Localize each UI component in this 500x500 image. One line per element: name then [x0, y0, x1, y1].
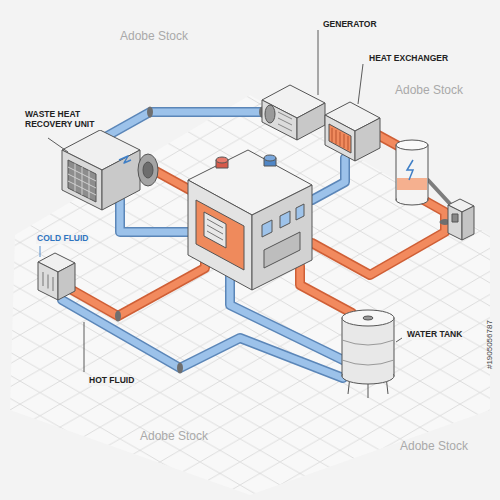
leader-line — [84, 322, 85, 372]
floor-grid — [10, 95, 490, 495]
pipe-joints — [115, 107, 451, 374]
leader-lines — [40, 30, 402, 372]
grille-lines — [68, 164, 96, 199]
blue-pipe — [230, 276, 343, 360]
leader-line — [40, 246, 41, 257]
orange-pipe — [72, 258, 205, 316]
side-hatch — [264, 232, 300, 268]
orange-pipe — [72, 258, 205, 316]
unit-front — [62, 150, 102, 210]
leader-line — [318, 30, 319, 95]
part-label: WASTE HEAT RECOVERY UNIT — [24, 110, 106, 130]
cylinder-top — [396, 140, 428, 150]
vent-lines — [207, 219, 223, 240]
orange-pipe — [300, 266, 352, 313]
blue-pipe — [120, 196, 190, 232]
blue-pipe — [120, 196, 190, 232]
pipes — [62, 112, 452, 378]
watermark: Adobe Stock — [400, 440, 468, 454]
blue-pipe — [230, 276, 343, 360]
blue-pipe — [312, 158, 345, 200]
part-label: HEAT EXCHANGER — [368, 54, 449, 64]
orange-pipe — [312, 198, 445, 275]
motor-hub — [143, 162, 153, 178]
motor-disc — [138, 154, 158, 186]
fluid-label: COLD FLUID — [36, 234, 89, 244]
orange-pipe — [312, 198, 445, 275]
pump-side — [58, 263, 75, 300]
cylinder-band — [397, 178, 427, 190]
watermark: Adobe Stock — [395, 84, 463, 98]
central-panel — [196, 200, 244, 270]
central-front — [188, 180, 252, 290]
exchanger-coil — [332, 128, 348, 150]
window — [296, 204, 304, 220]
recovery-unit — [62, 130, 158, 210]
generator — [262, 85, 325, 140]
generator-front — [262, 100, 297, 140]
exchanger-side — [355, 118, 380, 161]
tank-cap — [363, 316, 373, 320]
water-tank — [342, 310, 394, 398]
pump — [38, 253, 75, 300]
leader-line — [48, 138, 68, 152]
central-unit — [188, 150, 312, 290]
red-valve-top — [216, 157, 228, 163]
cylinder-fill — [397, 146, 427, 200]
control-side — [462, 206, 474, 240]
pipe-joint — [177, 363, 183, 374]
exchanger-core — [329, 124, 351, 153]
unit-grille — [68, 160, 96, 202]
leader-line — [396, 338, 402, 342]
orange-pipe — [300, 266, 352, 313]
exchanger-front — [325, 115, 355, 161]
central-vent — [204, 212, 226, 248]
power-symbol — [407, 160, 413, 180]
cylinder-body — [396, 145, 428, 200]
watermark: Adobe Stock — [140, 430, 208, 444]
control-box — [448, 199, 474, 240]
tank-rings — [342, 340, 394, 365]
generator-fins — [278, 112, 292, 131]
tank-top — [342, 310, 394, 326]
part-label: GENERATOR — [322, 20, 378, 30]
blue-pipe — [100, 112, 278, 140]
watermark: Adobe Stock — [120, 30, 188, 44]
control-panel — [452, 214, 458, 222]
pipe-joint — [115, 311, 121, 322]
unit-side — [102, 150, 140, 210]
part-label: WATER TANK — [406, 330, 463, 340]
power-symbol — [119, 156, 131, 163]
image-id: #1905056787 — [484, 321, 493, 370]
heat-exchanger — [325, 102, 380, 161]
gray-pipe — [428, 180, 452, 206]
leader-line — [358, 64, 363, 104]
storage-cylinder — [396, 140, 428, 205]
pipe-joint — [147, 107, 153, 118]
generator-end — [265, 105, 275, 123]
window — [280, 211, 290, 228]
control-front — [448, 205, 462, 240]
blue-pipe — [312, 158, 345, 200]
pump-slots — [43, 272, 53, 291]
generator-side — [297, 103, 325, 140]
blue-pipe — [100, 112, 278, 140]
tank-fill — [343, 319, 393, 376]
pump-front — [38, 262, 58, 300]
floor — [10, 95, 490, 495]
central-side — [252, 185, 312, 290]
window — [262, 220, 272, 237]
tank-body — [342, 318, 394, 376]
fluid-label: HOT FLUID — [88, 376, 135, 386]
blue-valve-top — [264, 155, 276, 161]
